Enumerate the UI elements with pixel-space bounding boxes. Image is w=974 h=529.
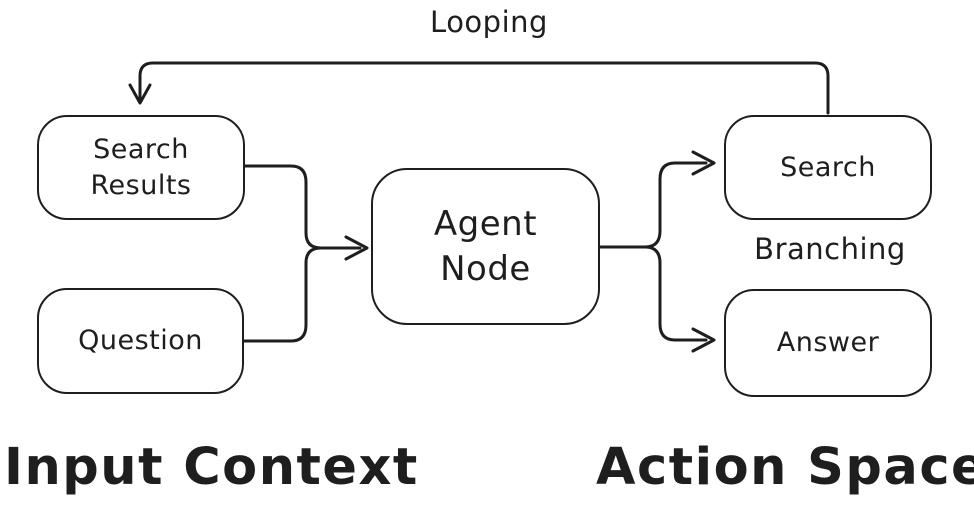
agent-to-answer-arrow: [598, 245, 716, 353]
input-context-caption: Input Context: [4, 438, 419, 497]
action-space-caption: Action Space: [596, 438, 974, 497]
node-question: Question: [37, 288, 244, 394]
branching-label: Branching: [754, 232, 906, 266]
arrowhead-right-icon: [344, 235, 369, 261]
loop-arrow: [128, 61, 830, 115]
node-search-results: Search Results: [37, 115, 245, 220]
node-answer: Answer: [724, 289, 932, 397]
agent-to-search-arrow: [598, 150, 716, 249]
arrowhead-right-icon: [691, 327, 716, 353]
node-search: Search: [724, 115, 932, 220]
looping-label: Looping: [430, 5, 548, 39]
arrowhead-down-icon: [128, 83, 152, 105]
node-agent: Agent Node: [371, 168, 600, 325]
arrowhead-right-icon: [691, 150, 716, 176]
search-results-to-agent-arrow: [243, 164, 362, 250]
question-to-agent-arrow: [242, 235, 369, 343]
